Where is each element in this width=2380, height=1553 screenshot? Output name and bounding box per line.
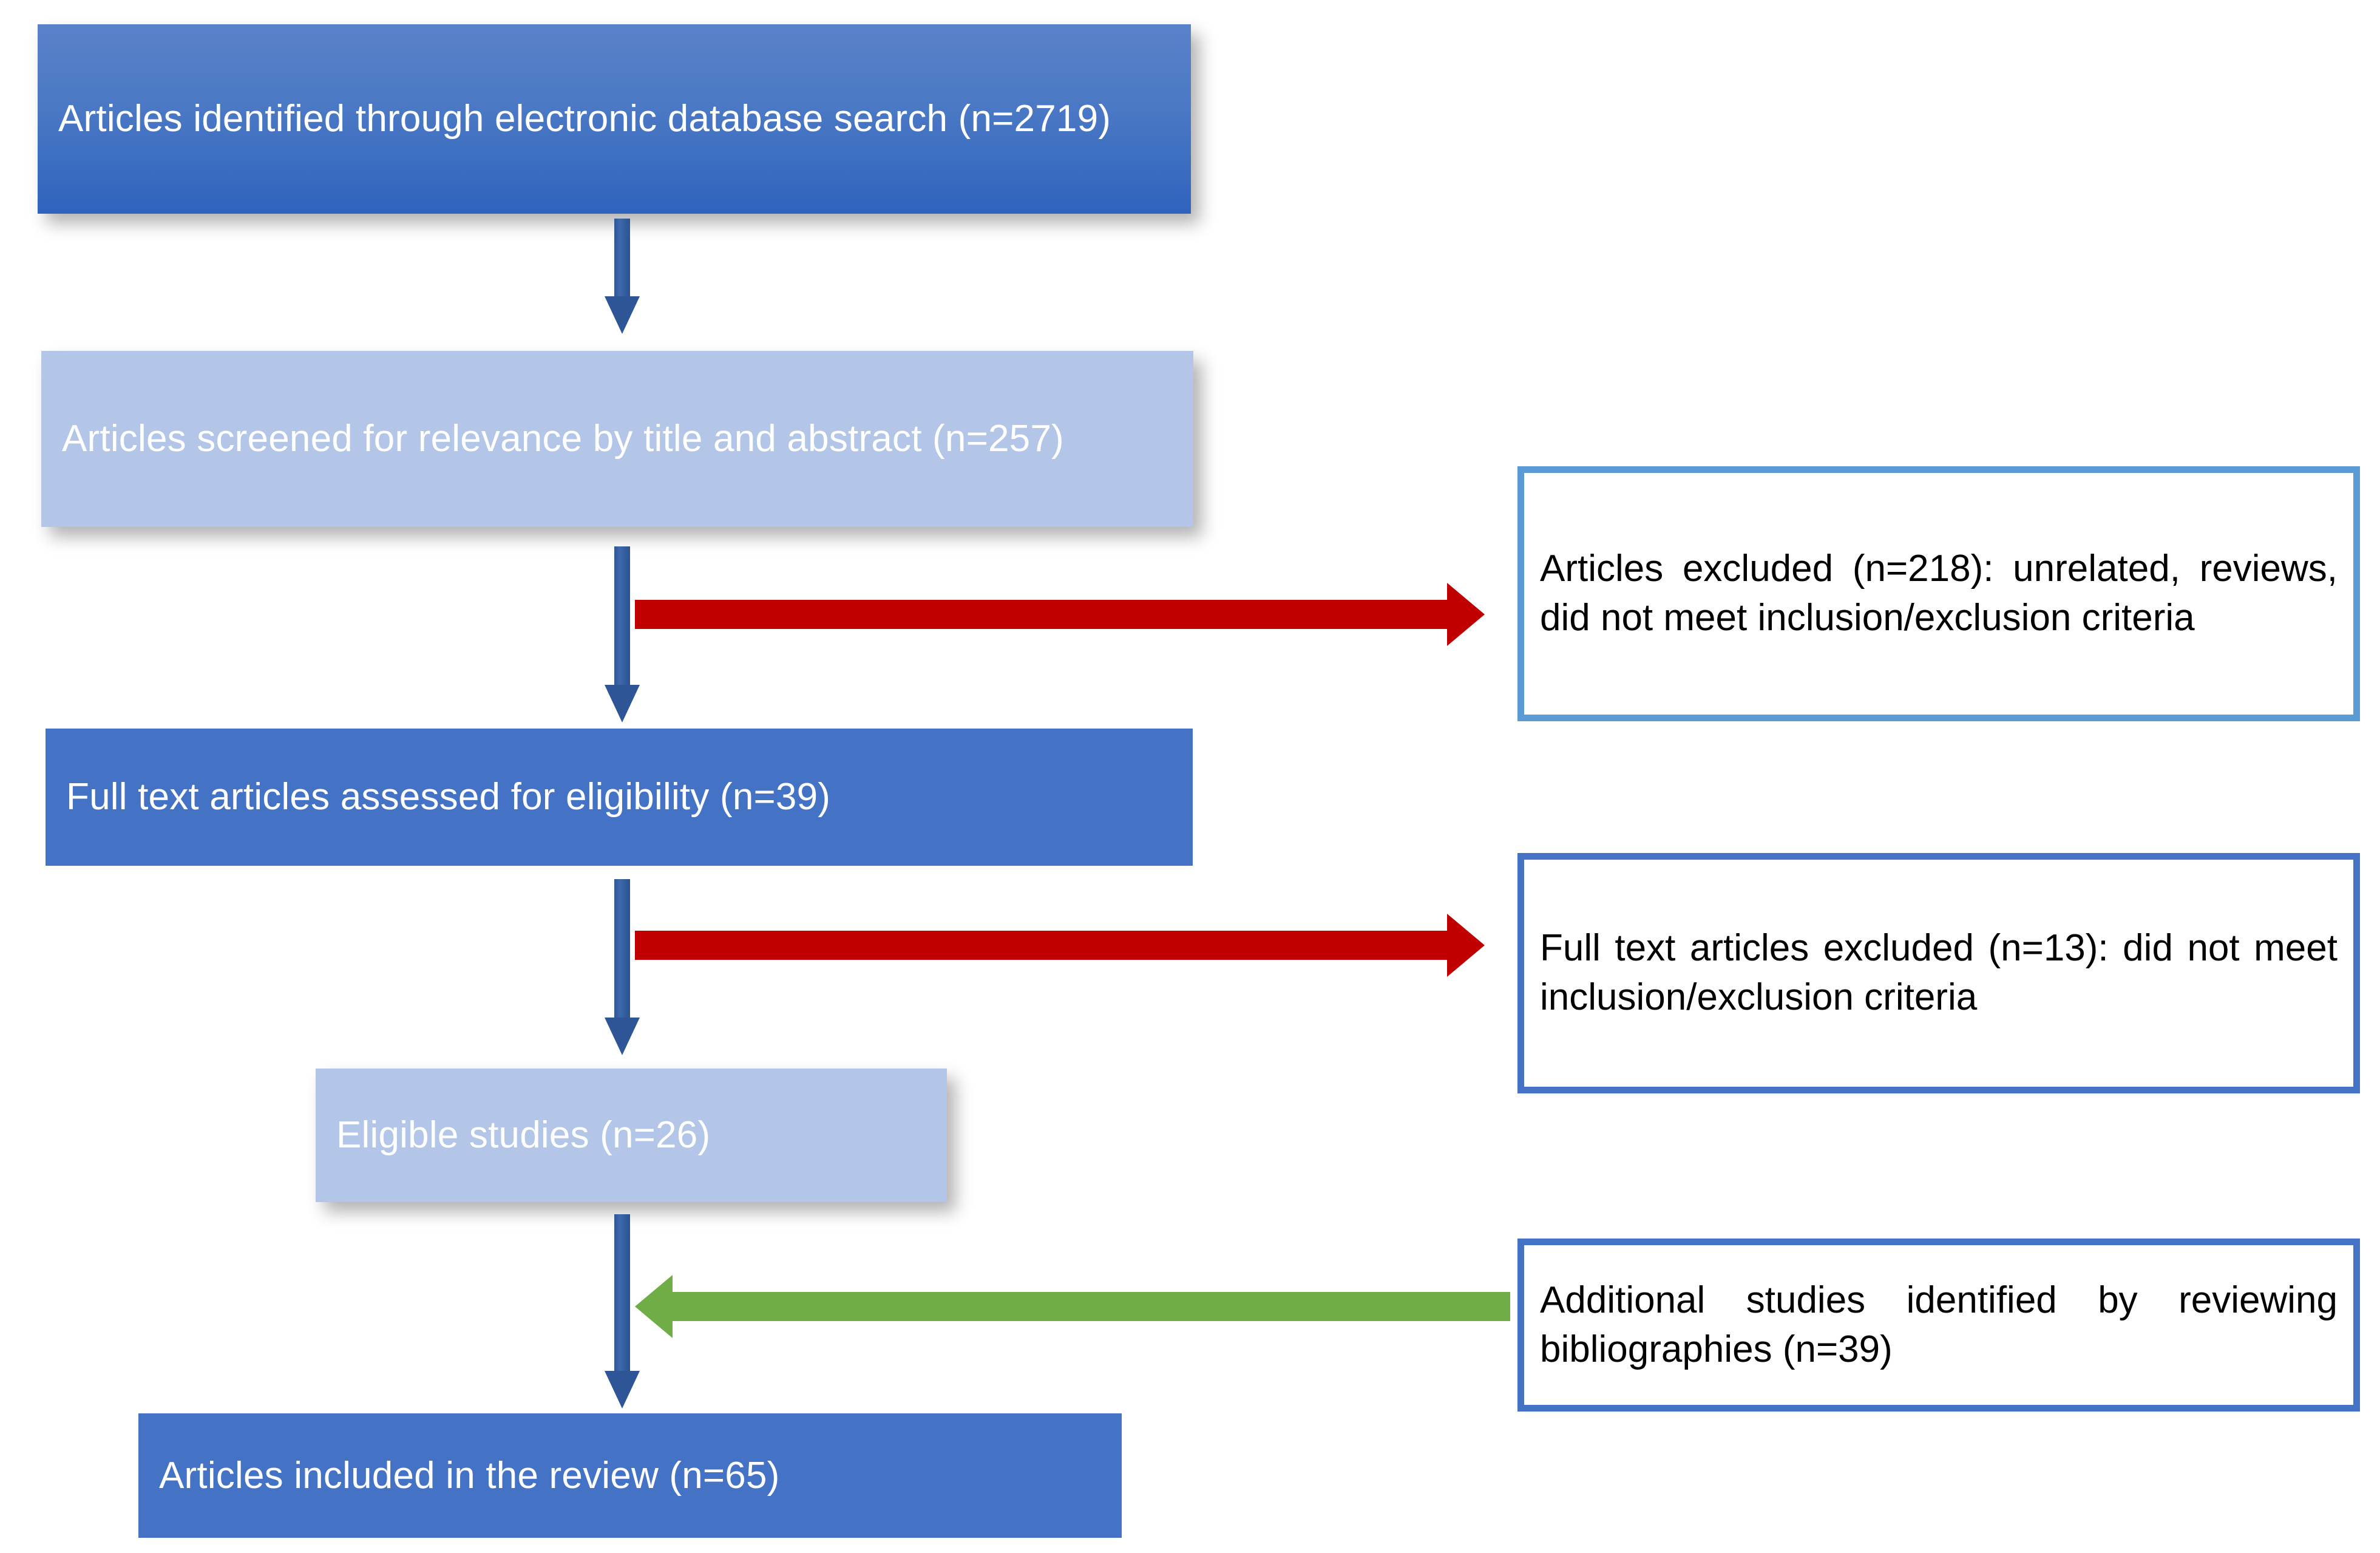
side-note-excluded-screening-label: Articles excluded (n=218): unrelated, re… (1540, 548, 2338, 639)
flow-node-identified: Articles identified through electronic d… (38, 24, 1191, 214)
down-arrow-icon-4 (605, 1214, 640, 1409)
side-note-excluded-fulltext: Full text articles excluded (n=13): did … (1517, 853, 2360, 1093)
side-note-additional-bibliographies-label: Additional studies identified by reviewi… (1540, 1279, 2338, 1370)
flow-node-included: Articles included in the review (n=65) (138, 1413, 1122, 1538)
flow-node-identified-label: Articles identified through electronic d… (58, 98, 1111, 140)
red-arrow-excluded-screening (635, 583, 1485, 646)
flow-node-screened-label: Articles screened for relevance by title… (62, 418, 1064, 460)
flow-node-screened: Articles screened for relevance by title… (41, 351, 1193, 527)
red-arrow-excluded-fulltext (635, 914, 1485, 977)
flow-node-fulltext-assessed: Full text articles assessed for eligibil… (46, 729, 1193, 866)
green-arrow-additional-studies (635, 1275, 1510, 1338)
flow-node-eligible-label: Eligible studies (n=26) (336, 1114, 711, 1157)
flow-node-fulltext-assessed-label: Full text articles assessed for eligibil… (66, 776, 831, 818)
down-arrow-icon-1 (605, 219, 640, 334)
flow-node-included-label: Articles included in the review (n=65) (159, 1454, 780, 1497)
down-arrow-icon-3 (605, 879, 640, 1055)
flow-node-eligible: Eligible studies (n=26) (316, 1069, 947, 1202)
side-note-additional-bibliographies: Additional studies identified by reviewi… (1517, 1239, 2360, 1412)
down-arrow-icon-2 (605, 546, 640, 722)
side-note-excluded-screening: Articles excluded (n=218): unrelated, re… (1517, 466, 2360, 721)
side-note-excluded-fulltext-label: Full text articles excluded (n=13): did … (1540, 927, 2338, 1018)
